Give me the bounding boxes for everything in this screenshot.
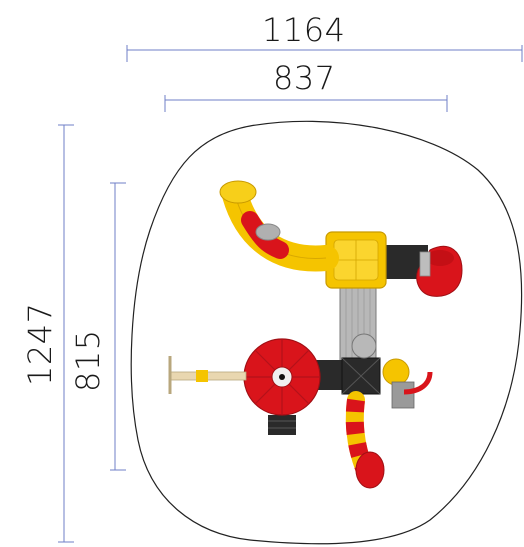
red-dome-roof [243, 338, 321, 416]
dimension-label-inner-width: 837 [273, 59, 336, 97]
safety-zone-outline [130, 120, 523, 545]
fireman-pole-bridge [168, 356, 247, 394]
dimension-label-outer-height: 1247 [21, 302, 59, 386]
climbing-elements [351, 333, 433, 409]
dimension-label-outer-width: 1164 [262, 11, 346, 49]
red-slide-bottom [345, 391, 385, 489]
dimension-lines [58, 45, 523, 543]
upper-tower [325, 231, 428, 289]
red-slide-top [416, 245, 463, 297]
tube-slide [219, 180, 339, 272]
dimension-label-inner-height: 815 [69, 329, 107, 392]
